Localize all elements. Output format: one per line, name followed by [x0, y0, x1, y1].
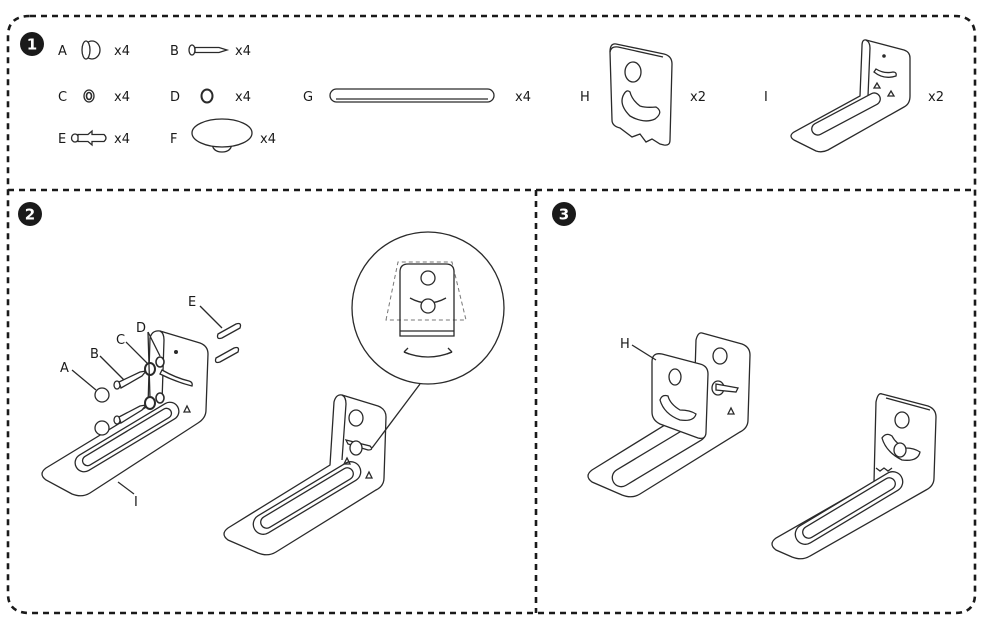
part-i-label: I: [764, 90, 768, 105]
step-3: 3 H: [552, 202, 937, 560]
part-h-qty: x2: [690, 90, 706, 105]
callout-b: B: [90, 347, 99, 362]
callout-h: H: [620, 337, 630, 352]
part-c-label: C: [58, 90, 67, 105]
adhesive-strip-icon: [329, 88, 495, 103]
part-g-qty: x4: [515, 90, 531, 105]
step-2-number: 2: [25, 206, 35, 224]
leader-a: [71, 369, 97, 391]
washer-icon: [200, 88, 214, 104]
part-e-qty: x4: [114, 132, 130, 147]
leader-i: [117, 481, 135, 495]
part-e-label: E: [58, 132, 66, 147]
frame-border: [6, 14, 977, 615]
screw-icon: [188, 44, 230, 56]
l-bracket-icon: [790, 39, 911, 153]
callout-i: I: [134, 495, 138, 510]
part-f-label: F: [170, 132, 177, 147]
leader-h: [631, 344, 657, 361]
part-c-qty: x4: [114, 90, 130, 105]
step-2: 2: [18, 202, 505, 556]
bracket-plate-mounted: [771, 393, 937, 560]
rotation-detail-callout: [351, 231, 505, 449]
leader-c: [125, 341, 149, 365]
wall-anchors: [214, 322, 242, 364]
callout-c: C: [116, 333, 125, 348]
callout-d: D: [136, 321, 146, 336]
lock-washer-icon: [83, 89, 95, 103]
part-g-label: G: [303, 90, 313, 105]
callout-e: E: [188, 295, 196, 310]
step-1-number: 1: [27, 36, 37, 54]
adapter-plate-icon: [609, 43, 673, 146]
leader-d2: [147, 331, 151, 399]
step-2-badge: [18, 202, 42, 226]
part-f-qty: x4: [260, 132, 276, 147]
part-d-label: D: [170, 90, 180, 105]
part-b-qty: x4: [235, 44, 251, 59]
part-i-qty: x2: [928, 90, 944, 105]
callout-a: A: [60, 361, 69, 376]
step-3-badge: [552, 202, 576, 226]
part-a-qty: x4: [114, 44, 130, 59]
hardware-stack-lower: [94, 392, 165, 436]
spacer-cap-icon: [81, 40, 101, 60]
step-1: 1 A x4 B x4 C x4 D x4 E: [20, 32, 944, 153]
leader-b: [99, 355, 125, 381]
wall-anchor-icon: [70, 129, 107, 147]
bracket-exploded-view: [41, 330, 209, 497]
leader-d: [147, 331, 161, 357]
hardware-stack-upper: [94, 356, 165, 403]
step-1-badge: [20, 32, 44, 56]
bracket-assembled: [223, 394, 387, 556]
step-3-number: 3: [559, 206, 569, 224]
leader-e: [199, 305, 223, 329]
part-b-label: B: [170, 44, 179, 59]
rubber-foot-icon: [191, 118, 253, 153]
part-d-qty: x4: [235, 90, 251, 105]
part-a-label: A: [58, 44, 67, 59]
part-h-label: H: [580, 90, 590, 105]
bracket-with-adapter-plate: [587, 332, 751, 498]
